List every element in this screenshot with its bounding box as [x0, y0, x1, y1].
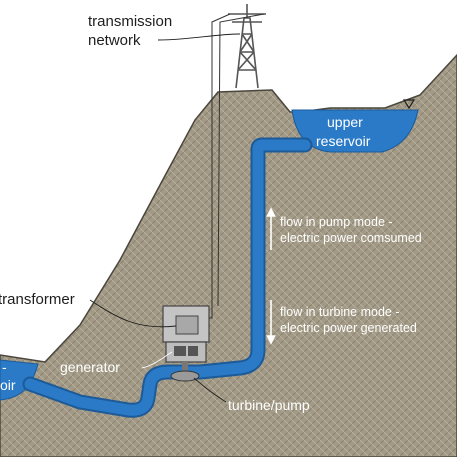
transformer-label: transformer: [0, 291, 75, 308]
leader-transmission: [158, 34, 240, 40]
lower-reservoir-label-line2: oir: [0, 377, 16, 393]
upper-reservoir-label-line1: upper: [327, 114, 363, 130]
upper-reservoir-label-line2: reservoir: [316, 133, 371, 149]
generator-label: generator: [60, 359, 120, 375]
lower-reservoir-label-line1: -: [2, 359, 7, 375]
transmission-label-line2: network: [88, 32, 141, 49]
transmission-label-line1: transmission: [88, 13, 172, 30]
pump-mode-label-line2: electric power comsumed: [280, 231, 422, 245]
turbine-mode-label-line1: flow in turbine mode -: [280, 305, 400, 319]
turbine-mode-label-line2: electric power generated: [280, 321, 417, 335]
pump-mode-label-line1: flow in pump mode -: [280, 215, 393, 229]
turbine-pump-label: turbine/pump: [228, 397, 310, 413]
